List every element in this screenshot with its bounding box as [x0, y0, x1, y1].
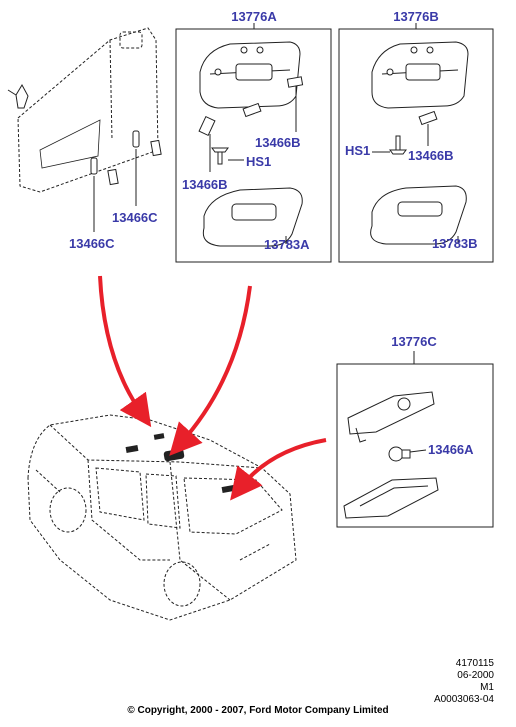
label-13776a: 13776A	[231, 9, 277, 24]
label-13776b: 13776B	[393, 9, 439, 24]
lens-13776c	[343, 477, 439, 519]
reference-date: 06-2000	[457, 670, 494, 681]
label-13783b: 13783B	[432, 236, 478, 251]
visor-mount-bracket	[7, 83, 29, 109]
bulb-13466a	[388, 446, 411, 462]
copyright-notice: © Copyright, 2000 - 2007, Ford Motor Com…	[127, 705, 389, 716]
leader-line	[409, 449, 427, 453]
dome-lamp-13776b	[371, 41, 469, 109]
vehicle-illustration	[27, 414, 297, 621]
frame-13776c	[336, 363, 494, 528]
reference-id: A0003063-04	[433, 694, 494, 705]
label-13466b-a2: 13466B	[182, 177, 228, 192]
label-13783a: 13783A	[264, 237, 310, 252]
label-13466b-b: 13466B	[408, 148, 454, 163]
indicator-arrows	[98, 275, 327, 501]
label-hs1-a: HS1	[246, 154, 271, 169]
dome-lamp-13776a	[199, 41, 301, 109]
label-13466c-b: 13466C	[69, 236, 115, 251]
reference-number: 4170115	[455, 658, 494, 669]
screw-hs1-b	[389, 135, 407, 155]
label-13776c: 13776C	[391, 334, 437, 349]
cargo-lamp-13776c	[347, 391, 435, 443]
sun-visor-illustration	[17, 27, 159, 193]
lens-13783b	[370, 185, 467, 245]
bulb-13466b-b	[418, 110, 438, 126]
bulb-13466b-a	[198, 76, 304, 137]
label-13466a: 13466A	[428, 442, 474, 457]
reference-code: M1	[480, 682, 494, 693]
label-hs1-b: HS1	[345, 143, 370, 158]
lens-13783a	[202, 187, 303, 247]
screw-hs1-a	[211, 147, 229, 165]
label-13466c-a: 13466C	[112, 210, 158, 225]
reference-block: 4170115 06-2000 M1 A0003063-04	[434, 658, 494, 706]
label-13466b-a1: 13466B	[255, 135, 301, 150]
visor-bulb-13466c	[90, 130, 162, 186]
